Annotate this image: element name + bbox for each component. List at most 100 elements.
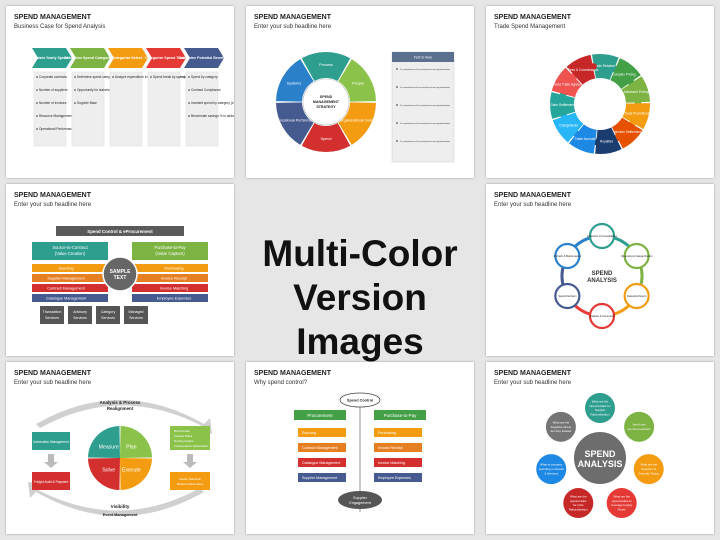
left-box-label: Freight Audit & Payment bbox=[34, 480, 68, 484]
bottom-ellipse-label: Supplier bbox=[353, 496, 368, 500]
question-text: What are the bbox=[570, 494, 587, 498]
right-item-bar bbox=[132, 284, 208, 292]
bullet-text: Determine spend categories bbox=[77, 75, 117, 79]
slide-thumbnail-5[interactable]: SPEND MANAGEMENT Enter your sub headline… bbox=[486, 184, 714, 356]
top-bar bbox=[56, 226, 184, 236]
right-box bbox=[170, 426, 210, 450]
question-circle bbox=[536, 454, 567, 485]
center-heading-line-1: Multi-Color bbox=[262, 233, 458, 274]
left-item-label: Supplier Management bbox=[47, 277, 85, 281]
process-cycle: Analysis & ProcessRealignmentVisibilityE… bbox=[28, 400, 212, 517]
up-arrow bbox=[44, 454, 58, 468]
bullet-text: Invested spend by category (# of supplie… bbox=[191, 101, 234, 105]
center-label: ANALYSIS bbox=[587, 278, 617, 284]
bottom-curved-arrow bbox=[28, 482, 204, 516]
right-box-label: Carrier Selection bbox=[179, 477, 202, 481]
right-box-label: Transportation Optimization bbox=[174, 444, 209, 448]
left-item-bar bbox=[32, 274, 108, 282]
slide-thumbnail-3[interactable]: SPEND MANAGEMENT Trade Spend Management … bbox=[486, 6, 714, 178]
left-header-label: Procurement bbox=[307, 413, 333, 418]
right-item-bar bbox=[374, 443, 422, 452]
question-circle bbox=[563, 488, 594, 519]
service-label: Category bbox=[101, 310, 116, 314]
bullet-dot bbox=[74, 89, 76, 91]
cycle-node bbox=[554, 282, 581, 310]
puzzle-piece bbox=[621, 76, 650, 103]
right-item-label: Invoice Receipt bbox=[378, 446, 403, 450]
left-item-label: Contract Management bbox=[47, 287, 86, 291]
text-box-paragraph: This is a sample text that you can edit.… bbox=[400, 140, 450, 143]
service-label: Advisory bbox=[73, 310, 87, 314]
question-text: are the processes bbox=[628, 427, 652, 431]
chevron-label: Categorize Spend Trust bbox=[145, 56, 186, 60]
ring-segment bbox=[276, 102, 314, 145]
right-item-bar bbox=[374, 428, 422, 437]
text-box-paragraph: This is a sample text that you can edit.… bbox=[400, 122, 450, 125]
left-header-label: Source-to-Contract bbox=[52, 245, 88, 250]
center-circle bbox=[572, 430, 628, 486]
chevron-arrow bbox=[108, 48, 148, 68]
segment-label: Spend bbox=[321, 137, 332, 141]
segment-label: Process bbox=[319, 63, 333, 67]
chevron-label: Determine Spend Categories bbox=[64, 56, 113, 60]
quadrant bbox=[120, 426, 152, 458]
service-label: Transaction bbox=[43, 310, 62, 314]
bullet-text: Contract Compliance bbox=[191, 88, 221, 92]
chevron-label: Determine Potential Benefits bbox=[179, 56, 228, 60]
bullet-dot bbox=[396, 140, 398, 142]
piece-label: Trade Rebates bbox=[594, 64, 615, 68]
bullet-text: Spend by category bbox=[191, 75, 218, 79]
left-item-label: Sourcing bbox=[59, 267, 74, 271]
service-label: Services bbox=[101, 316, 115, 320]
question-circle bbox=[545, 411, 576, 442]
text-box-bg bbox=[391, 51, 455, 163]
ring-segment bbox=[301, 122, 351, 152]
question-text: Power bbox=[618, 508, 626, 512]
bullet-column bbox=[109, 71, 143, 147]
piece-label: Complex Pricing bbox=[612, 73, 635, 77]
slide-thumbnail-7[interactable]: SPEND MANAGEMENT Why spend control? Spen… bbox=[246, 362, 474, 534]
left-header-label: (Value Creation) bbox=[55, 251, 86, 256]
question-text: What are the bbox=[640, 463, 657, 467]
eprocurement-diagram: Spend Control & eProcurementSource-to-Co… bbox=[32, 226, 208, 324]
bullet-dot bbox=[36, 115, 38, 117]
question-text: are they located bbox=[551, 429, 572, 433]
right-header-label: (Value Capture) bbox=[155, 251, 185, 256]
slide-thumbnail-8[interactable]: SPEND MANAGEMENT Enter your sub headline… bbox=[486, 362, 714, 534]
question-text: Supplier bbox=[595, 408, 606, 412]
slide-thumbnail-2[interactable]: SPEND MANAGEMENT Enter your sub headline… bbox=[246, 6, 474, 178]
cycle-arrow bbox=[610, 301, 633, 317]
bullet-text: Resource Management issues bbox=[39, 114, 82, 118]
left-item-label: Supplier Management bbox=[302, 476, 337, 480]
bullet-column bbox=[33, 71, 67, 147]
puzzle-piece bbox=[550, 92, 576, 119]
ring-segment bbox=[276, 59, 314, 102]
slide-thumbnail-6[interactable]: SPEND MANAGEMENT Enter your sub headline… bbox=[6, 362, 234, 534]
top-curved-arrow bbox=[36, 400, 212, 434]
question-circle bbox=[606, 488, 637, 519]
bullet-dot bbox=[112, 76, 114, 78]
down-arrow bbox=[183, 454, 197, 468]
right-item-bar bbox=[132, 264, 208, 272]
top-label: Realignment bbox=[107, 406, 134, 411]
quadrant bbox=[88, 426, 120, 458]
bullet-dot bbox=[36, 89, 38, 91]
slide-title: SPEND MANAGEMENT bbox=[494, 192, 572, 199]
left-item-bar bbox=[298, 443, 346, 452]
slide-thumbnail-1[interactable]: SPEND MANAGEMENT Business Case for Spend… bbox=[6, 6, 234, 178]
piece-label: Trade Accruals bbox=[575, 137, 597, 141]
slide-title: SPEND MANAGEMENT bbox=[14, 14, 92, 21]
segment-label: People bbox=[352, 82, 364, 86]
piece-label: Trade Promotions bbox=[624, 112, 650, 116]
quadrant-label: Plan bbox=[126, 445, 136, 451]
question-circle bbox=[585, 393, 615, 423]
slide-thumbnail-4[interactable]: SPEND MANAGEMENT Enter your sub headline… bbox=[6, 184, 234, 356]
ring-segment bbox=[301, 52, 351, 82]
node-label: Collection & Consolidation bbox=[587, 234, 618, 238]
bullet-text: Spend break by spend category bbox=[153, 75, 198, 79]
